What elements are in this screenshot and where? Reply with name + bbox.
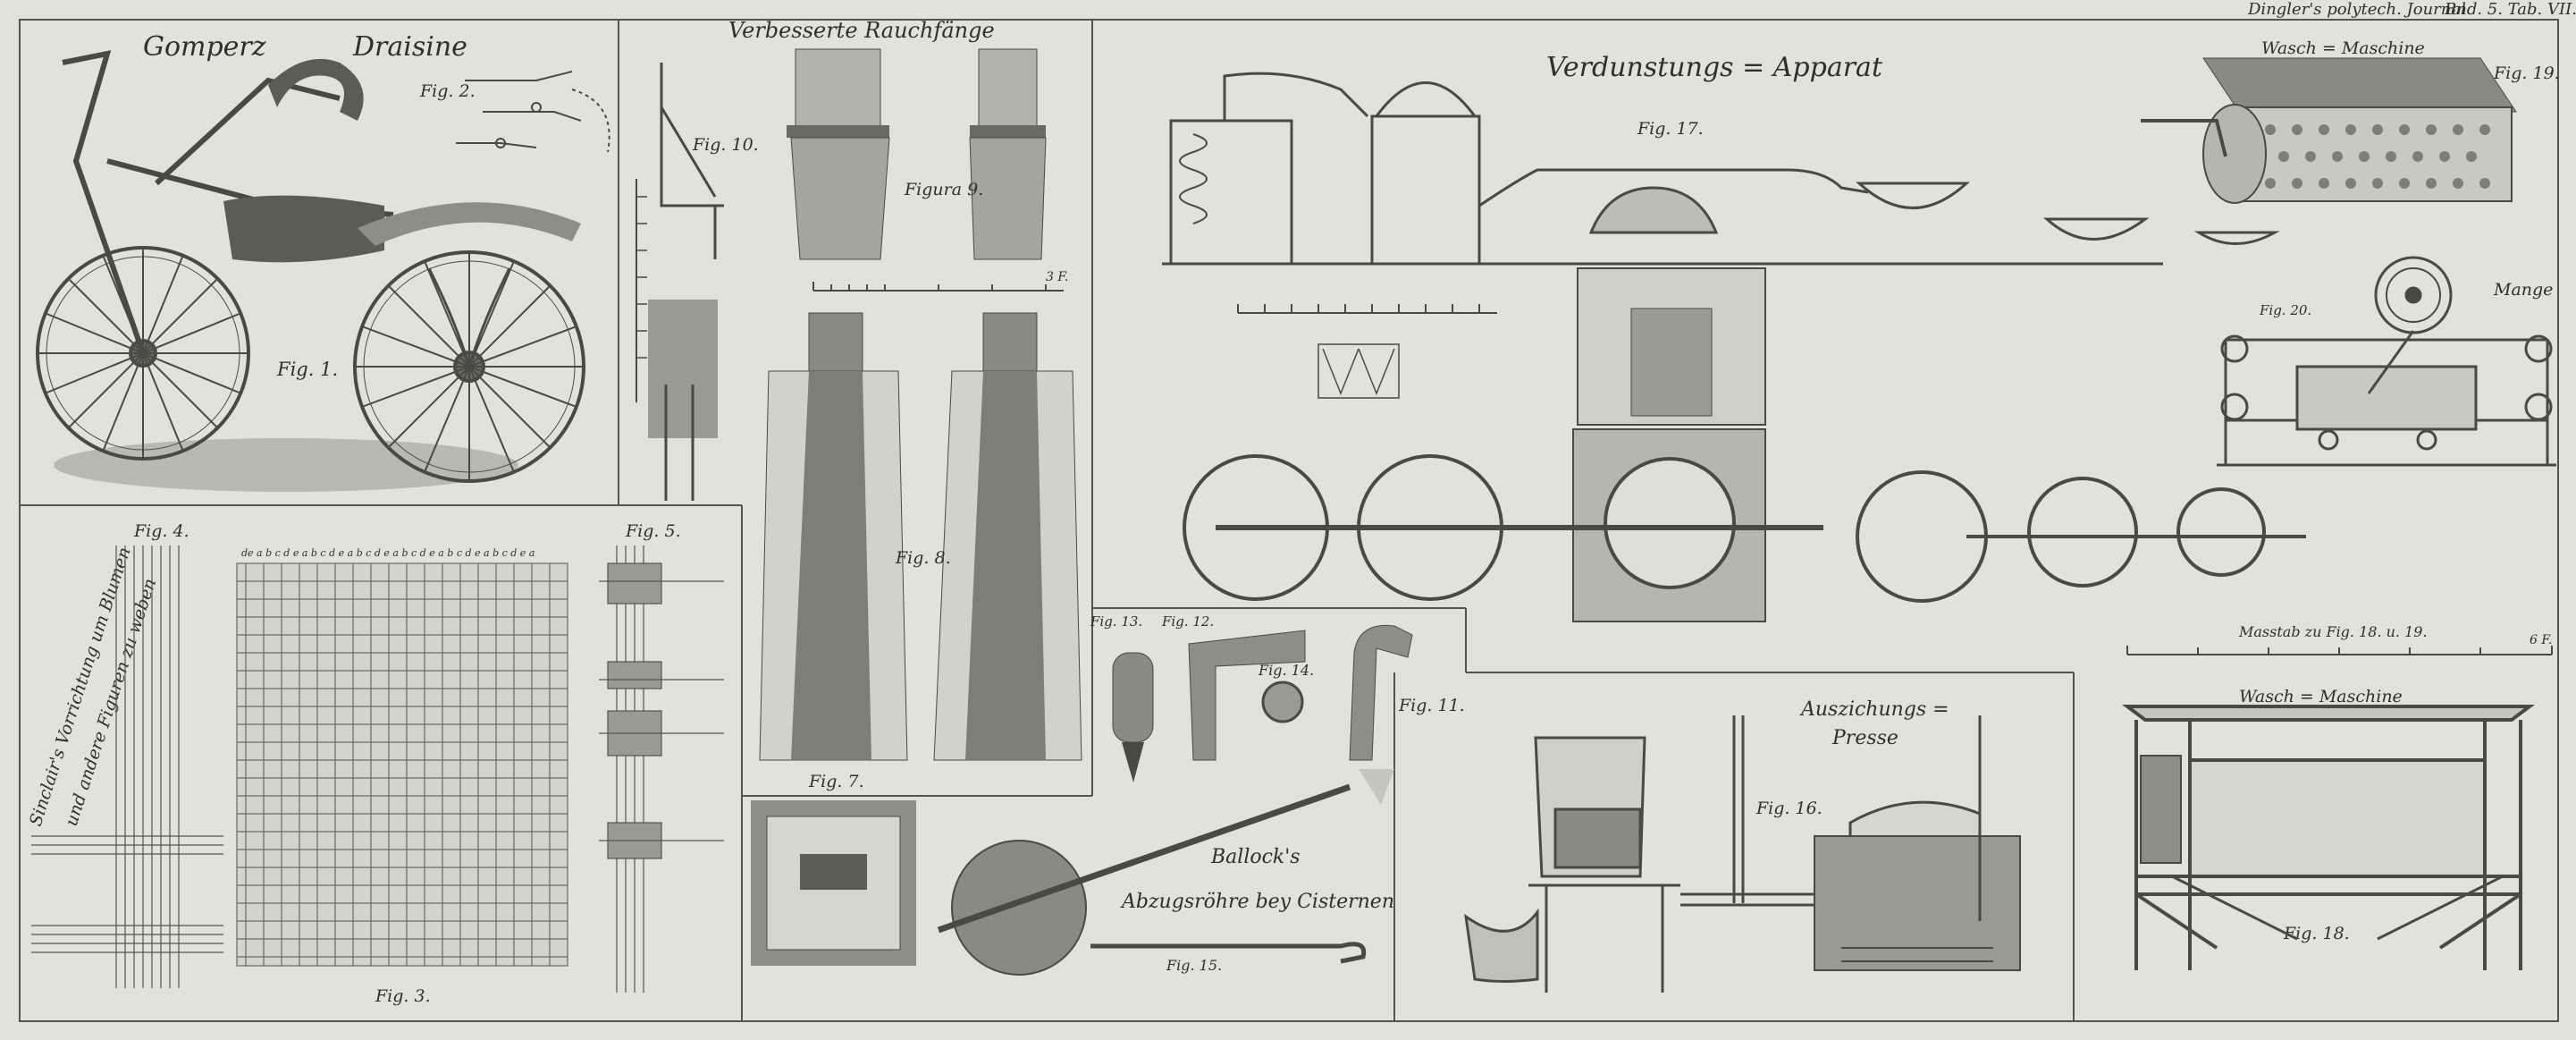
cistern-panel: Fig. 13. Fig. 12. Fig. 14. Fig. 11. Fig.… <box>751 613 1465 976</box>
washer2-drawing <box>2122 705 2535 970</box>
weaving-fig4-threads <box>31 545 223 988</box>
press-title-2: Presse <box>1831 727 1898 749</box>
scale-label: Masstab zu Fig. 18. u. 19. <box>2238 623 2428 640</box>
ground-shadow <box>54 438 518 492</box>
smoke-scale-end: 3 F. <box>1046 270 1068 284</box>
fig20-label: Fig. 20. <box>2259 302 2311 318</box>
plate-volume: Bnd. 5. Tab. VII. <box>2444 0 2576 19</box>
weaving-panel: Fig. 4. Fig. 5. Fig. 3. Sinclair's Vorri… <box>26 521 724 1006</box>
fig12-label: Fig. 12. <box>1161 613 1214 630</box>
fig4-label: Fig. 4. <box>133 521 189 541</box>
mangle-title: Mange <box>2493 280 2553 300</box>
fig9-chimneys <box>787 48 1047 260</box>
mangle-drawing <box>2217 256 2556 467</box>
rear-mudguard <box>358 202 581 246</box>
draisine-panel: Gomperz Draisine Fig. 2. <box>36 31 610 492</box>
cistern-caption-1: Ballock's <box>1210 846 1301 868</box>
fig10-drawing <box>636 63 724 501</box>
fig9-label: Figura 9. <box>904 180 983 199</box>
press-title-1: Auszichungs = <box>1799 698 1949 721</box>
smoke-scale <box>812 282 1064 292</box>
smoke-chimney-panel: Verbesserte Rauchfänge Fig. 10. Figura 9… <box>636 18 1082 791</box>
fig13-label: Fig. 13. <box>1090 613 1142 630</box>
fig8-label: Fig. 8. <box>895 548 951 568</box>
fig11-label: Fig. 11. <box>1398 696 1465 715</box>
fig1-label: Fig. 1. <box>276 359 338 380</box>
fig8-chimneys <box>759 312 1082 761</box>
evaporator-plan-view <box>1183 454 2306 603</box>
washer-drum <box>2141 57 2517 204</box>
evaporator-drawing <box>1162 72 2280 266</box>
washer-panel: Wasch = Maschine Fig. 19. <box>2141 38 2560 204</box>
washer2-panel: Wasch = Maschine Fig. 18. <box>2122 687 2535 970</box>
press-panel: Auszichungs = Presse Fig. 16. <box>1464 698 2021 993</box>
washer2-title: Wasch = Maschine <box>2239 687 2403 706</box>
cistern-valves <box>1112 624 1413 805</box>
press-drawing <box>1464 715 2021 993</box>
fig19-label: Fig. 19. <box>2493 63 2560 83</box>
evaporator-title: Verdunstungs = Apparat <box>1546 52 1883 83</box>
evaporator-furnace <box>1572 267 1766 622</box>
fig18-label: Fig. 18. <box>2283 924 2350 943</box>
journal-name: Dingler's polytech. Journal <box>2247 0 2466 19</box>
weaving-top-letters: de a b c d e a b c d e a b c d e a b c d… <box>241 547 535 559</box>
evaporator-panel: Verdunstungs = Apparat Fig. 17. <box>1162 52 2306 622</box>
weaving-fig5-threads <box>599 545 724 993</box>
saddle <box>223 195 384 263</box>
fork <box>427 267 511 372</box>
cistern-fig7-plan <box>751 800 916 966</box>
draisine-title: Draisine <box>352 31 467 63</box>
fig18-19-scale <box>2126 646 2553 655</box>
weaving-fig3-grid <box>236 562 568 967</box>
smoke-title: Verbesserte Rauchfänge <box>728 18 995 43</box>
fig14-label: Fig. 14. <box>1258 662 1314 679</box>
fig7-label: Fig. 7. <box>808 772 864 791</box>
fig17-label: Fig. 17. <box>1637 119 1704 139</box>
washer-title: Wasch = Maschine <box>2261 38 2425 58</box>
fig10-label: Fig. 10. <box>692 135 759 155</box>
scale-end: 6 F. <box>2530 633 2552 647</box>
fig2-label: Fig. 2. <box>419 81 476 101</box>
cistern-ball-float <box>937 783 1367 976</box>
fig3-label: Fig. 3. <box>375 986 431 1006</box>
panel-borders <box>19 19 2559 1022</box>
evaporator-section <box>1317 343 1400 399</box>
mangle-panel: Mange Fig. 20. <box>2217 256 2556 467</box>
cistern-caption-2: Abzugsröhre bey Cisternen <box>1120 891 1394 913</box>
fig16-label: Fig. 16. <box>1755 799 1823 818</box>
fig15-label: Fig. 15. <box>1166 957 1222 974</box>
fig2-linkage-drawing <box>456 71 610 153</box>
inventor-name: Gomperz <box>143 31 266 63</box>
evaporator-scale <box>1237 304 1497 314</box>
armrest <box>268 58 364 121</box>
fig5-label: Fig. 5. <box>625 521 681 541</box>
draisine-drawing <box>36 50 585 492</box>
